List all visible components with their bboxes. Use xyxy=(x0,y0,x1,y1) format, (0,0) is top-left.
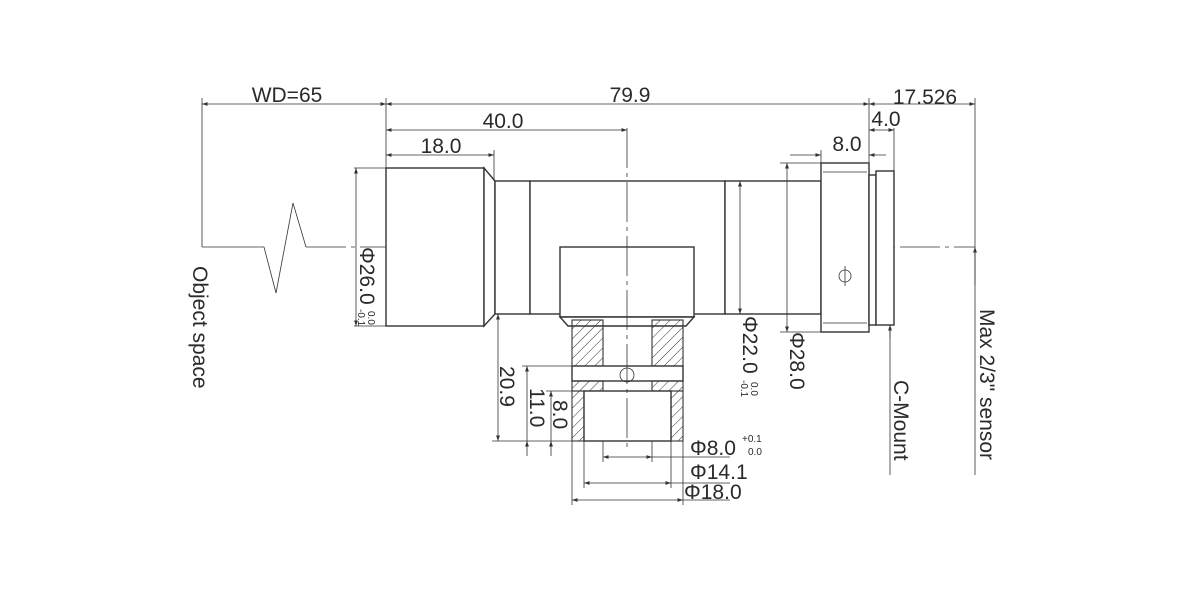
front-barrel xyxy=(385,167,485,327)
sensor-label: Max 2/3" sensor xyxy=(975,309,998,460)
port-bore-tol-upper: +0.1 xyxy=(742,434,762,445)
dimension-labels: WD=65 79.9 17.526 40.0 4.0 18.0 8.0 Φ26.… xyxy=(252,84,957,504)
annotation-labels: Object space C-Mount Max 2/3" sensor xyxy=(188,266,998,461)
port-depth-outer-label: 11.0 xyxy=(525,388,548,427)
dimension-lines xyxy=(202,102,977,502)
object-space-label: Object space xyxy=(188,266,211,389)
mount-flange xyxy=(875,170,895,326)
mount-dia-label: Φ28.0 xyxy=(785,332,808,390)
port-wall-right-upper xyxy=(651,319,684,367)
tube-dia-tol-upper: 0.0 xyxy=(748,382,759,396)
port-groove xyxy=(571,365,684,382)
barrel-taper xyxy=(483,166,496,328)
mount-ring xyxy=(820,162,870,333)
port-depth-inner-label: 8.0 xyxy=(548,400,571,429)
port-outer-dia-label: Φ18.0 xyxy=(684,481,742,504)
c-mount-label: C-Mount xyxy=(889,380,912,461)
port-bore-tol-lower: 0.0 xyxy=(748,447,762,458)
back-focal-label: 17.526 xyxy=(893,86,957,109)
port-wall-left-lower xyxy=(571,380,604,392)
coupling-tube xyxy=(494,180,531,315)
extension-lines xyxy=(201,98,976,505)
port-bore-dia-label: Φ8.0 xyxy=(690,437,736,460)
front-dia-tol-upper: 0.0 xyxy=(365,311,376,325)
port-mid-dia-label: Φ14.1 xyxy=(690,461,748,484)
mount-thread xyxy=(868,174,877,326)
front-dia-tol-lower: -0.1 xyxy=(355,309,366,327)
port-bore xyxy=(583,390,672,442)
port-wall-right-lower xyxy=(651,380,684,392)
port-base-left xyxy=(571,390,585,442)
lens-body xyxy=(385,128,895,452)
port-wall-left-upper xyxy=(571,319,604,367)
front-dia-label: Φ26.0 xyxy=(355,247,378,305)
set-screw-icon xyxy=(838,266,852,286)
to-port-label: 40.0 xyxy=(483,110,524,133)
front-barrel-label: 18.0 xyxy=(421,135,462,158)
tube-dia-label: Φ22.0 xyxy=(738,316,761,374)
port-base-right xyxy=(670,390,684,442)
port-offset-label: 20.9 xyxy=(495,366,518,407)
tube-dia-tol-lower: -0.1 xyxy=(738,380,749,398)
total-length-label: 79.9 xyxy=(610,84,651,107)
flange-label: 4.0 xyxy=(871,108,900,131)
rear-tube xyxy=(724,180,822,315)
mount-ring-label: 8.0 xyxy=(832,133,861,156)
wd-label: WD=65 xyxy=(252,84,323,107)
